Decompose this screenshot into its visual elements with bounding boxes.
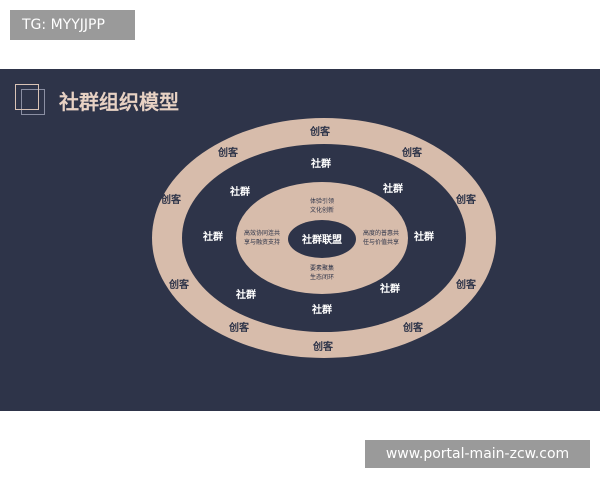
inner-top-line-2: 文化创新 [310,206,334,214]
middle-label-3: 社群 [382,182,403,195]
center-label: 社群联盟 [301,233,342,246]
outer-label-9: 创客 [402,321,424,334]
inner-bottom-line-1: 要素聚集 [310,264,334,272]
watermark-top: TG: MYYJJPP [10,10,135,40]
center-ellipse [288,220,356,258]
outer-label-5: 创客 [455,193,477,206]
inner-right-line-1: 高度的普惠共 [363,229,399,237]
outer-label-10: 创客 [312,340,334,353]
community-model-diagram: 创客 创客 创客 创客 创客 创客 创客 创客 创客 创客 社群 社群 社群 社… [152,118,496,358]
middle-label-7: 社群 [379,282,400,295]
inner-top-line-1: 体验引领 [310,197,334,205]
inner-bottom-line-2: 生态闭环 [310,273,334,281]
inner-left-line-1: 高效协同连共 [244,229,280,237]
slide-title: 社群组织模型 [59,90,179,114]
outer-label-2: 创客 [217,146,239,159]
inner-left-line-2: 享与融资支持 [244,238,280,246]
outer-label-6: 创客 [168,278,190,291]
outer-label-8: 创客 [228,321,250,334]
middle-label-5: 社群 [413,230,434,243]
middle-label-4: 社群 [202,230,223,243]
middle-label-2: 社群 [229,185,250,198]
inner-right-line-2: 任与价值共享 [363,238,399,246]
middle-label-1: 社群 [310,157,331,170]
outer-label-3: 创客 [401,146,423,159]
outer-label-7: 创客 [455,278,477,291]
square-frame-icon [15,84,45,115]
watermark-bottom: www.portal-main-zcw.com [365,440,590,468]
slide: 社群组织模型 创客 创客 创客 创客 创客 创客 创客 创客 创客 创客 [0,69,600,411]
outer-label-1: 创客 [309,125,331,138]
middle-label-6: 社群 [235,288,256,301]
middle-label-8: 社群 [311,303,332,316]
outer-label-4: 创客 [160,193,182,206]
